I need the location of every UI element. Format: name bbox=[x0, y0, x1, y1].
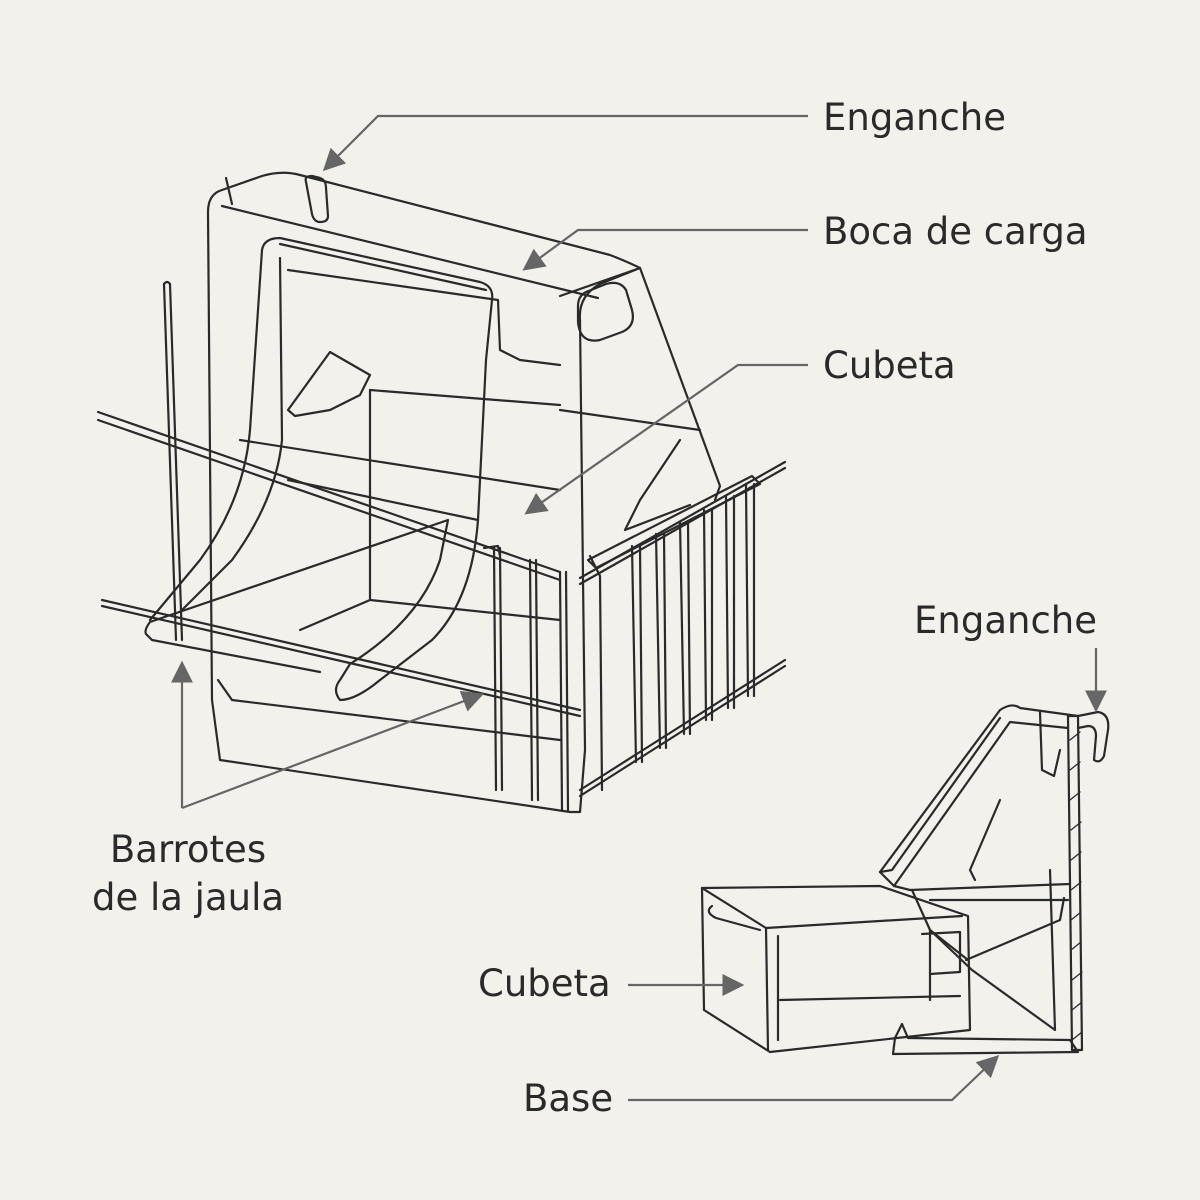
leader-top-tray bbox=[524, 363, 808, 515]
label-side-tray: Cubeta bbox=[478, 962, 611, 1005]
feeder-section-view bbox=[700, 704, 1110, 1056]
label-loading-mouth: Boca de carga bbox=[823, 210, 1088, 253]
feeder-scoop bbox=[144, 236, 494, 702]
label-cage-bars-line2: de la jaula bbox=[91, 876, 285, 919]
leader-cage-bar-2 bbox=[181, 690, 485, 810]
leader-top-hook bbox=[322, 114, 808, 172]
cage-bars-front bbox=[482, 474, 762, 812]
leader-lines bbox=[171, 114, 1107, 1102]
label-side-hook: Enganche bbox=[914, 599, 1097, 642]
label-top-hook: Enganche bbox=[823, 96, 1006, 139]
section-base bbox=[891, 1022, 1080, 1056]
leader-base bbox=[628, 1054, 1000, 1102]
section-hook bbox=[1076, 710, 1110, 763]
feeder-back-frame bbox=[206, 171, 642, 814]
label-cage-bars: Barrotes de la jaula bbox=[88, 826, 288, 922]
label-base: Base bbox=[523, 1077, 614, 1120]
label-top-tray: Cubeta bbox=[823, 344, 956, 387]
leader-loading-mouth bbox=[522, 228, 808, 271]
feeder-front-view bbox=[96, 171, 787, 814]
label-cage-bars-line1: Barrotes bbox=[109, 828, 267, 871]
section-tray bbox=[700, 884, 972, 1054]
